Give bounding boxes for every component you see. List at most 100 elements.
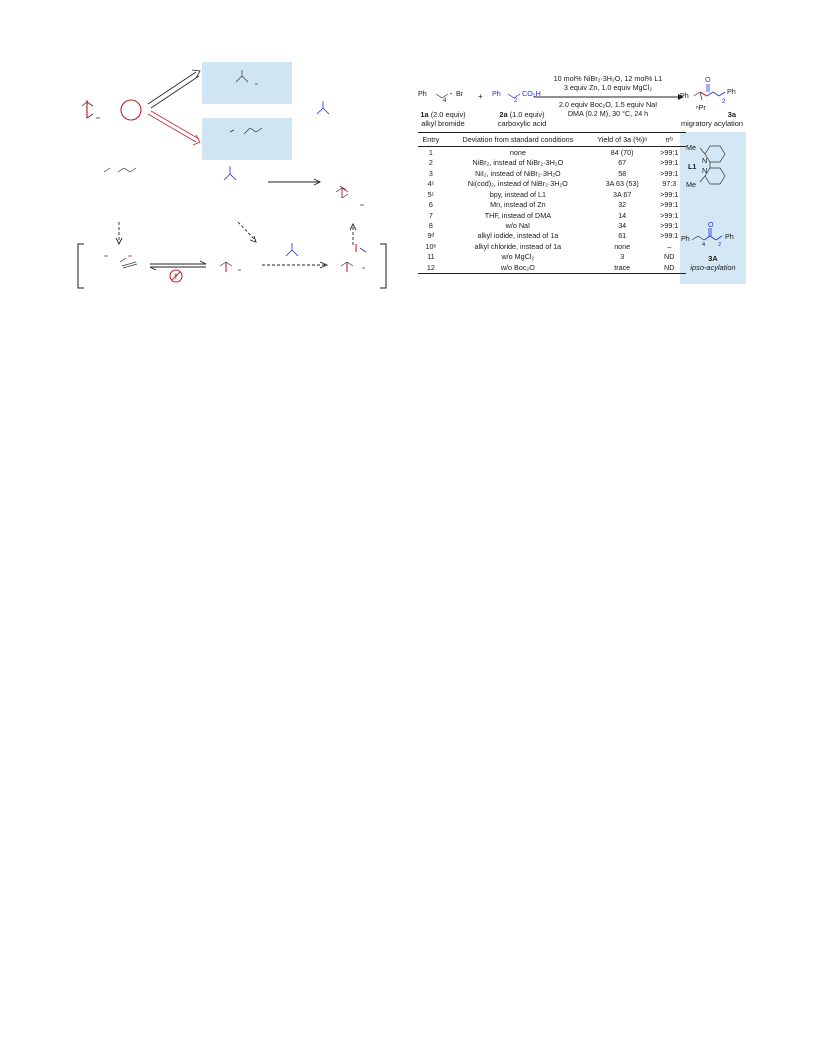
table-row: 6 Mn, instead of Zn 32 >99:1 — [418, 199, 686, 209]
reactant-1a-subscript: 4 — [443, 98, 447, 104]
cell-yield: 14 — [618, 210, 627, 220]
cell-deviation: NiI₂, instead of NiBr₂·3H₂O — [475, 168, 561, 178]
cell-entry: 12 — [418, 262, 444, 274]
byproduct-label: 3A — [708, 254, 718, 263]
byproduct-3a-structure — [691, 228, 723, 241]
byproduct-name: ipso-acylation — [690, 263, 736, 272]
table-row: 11 w/o MgCl₂ 3 ND — [418, 252, 686, 262]
reaction-arrow — [534, 94, 684, 100]
optimization-table: Entry Deviation from standard conditions… — [418, 132, 686, 274]
product-3a: Ph O Ph 2 ⁿPr — [680, 72, 750, 112]
cell-yield: 61 — [618, 231, 627, 241]
cell-entry: 2 — [428, 158, 433, 168]
condition-line-4: DMA (0.2 M), 30 °C, 24 h — [567, 109, 649, 118]
condition-line-3: 2.0 equiv Boc₂O, 1.5 equiv NaI — [558, 100, 658, 109]
cell-deviation: Mn, instead of Zn — [490, 200, 546, 210]
product-3a-ph-right: Ph — [727, 87, 736, 96]
cell-yield: 3A 63 (53) — [605, 179, 639, 189]
condition-line-1: 10 mol% NiBr₂·3H₂O, 12 mol% L1 — [553, 74, 663, 83]
ligand-label: L1 — [688, 162, 697, 171]
cell-deviation: alkyl chloride, instead of 1a — [474, 241, 562, 251]
top-blue-box — [202, 62, 292, 104]
cell-rr: >99:1 — [660, 210, 679, 220]
reactant-2a: Ph CO₂H 2 — [492, 84, 552, 106]
cell-yield: trace — [591, 262, 653, 274]
reactant-2a-name: carboxylic acid — [497, 119, 547, 128]
plus-sign: + — [478, 92, 483, 101]
cell-yield: 58 — [618, 168, 627, 178]
product-3a-subscript: 2 — [722, 99, 726, 105]
reactant-1a-br: Br — [456, 89, 464, 98]
cell-deviation: alkyl iodide, instead of 1a — [477, 231, 559, 241]
cell-rr: >99:1 — [660, 231, 679, 241]
cell-rr: >99:1 — [660, 220, 679, 230]
conditions-above: 10 mol% NiBr₂·3H₂O, 12 mol% L1 3 equiv Z… — [534, 74, 682, 92]
mechanism-lineart: † — [77, 69, 387, 289]
cell-rr: – — [667, 241, 672, 251]
col-header-entry: Entry — [418, 132, 444, 147]
cell-deviation: w/o MgCl₂ — [501, 252, 535, 262]
reactant-2a-equiv: (1.0 equiv) — [509, 110, 545, 119]
reactant-1a-structure — [435, 92, 453, 99]
mechanism-scheme: † — [0, 0, 400, 300]
product-3a-ph-left: Ph — [680, 91, 689, 100]
product-3a-name: migratory acylation — [680, 119, 744, 128]
table-row: 2 NiBr₂, instead of NiBr₂·3H₂O 67 >99:1 — [418, 157, 686, 167]
reactant-2a-caption: 2a (1.0 equiv) carboxylic acid — [488, 110, 556, 128]
cell-yield: none — [614, 241, 631, 251]
product-3a-label: 3a — [727, 110, 736, 119]
cell-entry: 11 — [427, 252, 435, 262]
ligand-n1: N — [702, 156, 708, 165]
cell-rr: >99:1 — [660, 147, 679, 157]
cell-rr: >99:1 — [660, 189, 679, 199]
reactant-2a-acid: CO₂H — [522, 89, 541, 98]
cell-entry: 5ᶜ — [427, 189, 435, 199]
byproduct-subscript-2: 2 — [718, 242, 722, 248]
cell-yield: 84 (70) — [610, 147, 634, 157]
cell-rr: >99:1 — [660, 200, 679, 210]
reactant-1a-name: alkyl bromide — [421, 119, 465, 128]
product-3a-caption: 3a migratory acylation — [674, 110, 750, 128]
bottom-blue-box — [202, 118, 292, 160]
side-panel: Me N N Me L1 Ph O Ph 4 2 3A ipso-acylati… — [680, 132, 746, 284]
cell-entry: 3 — [428, 168, 433, 178]
byproduct-caption: 3A ipso-acylation — [680, 254, 746, 272]
conditions-below: 2.0 equiv Boc₂O, 1.5 equiv NaI DMA (0.2 … — [534, 100, 682, 118]
cell-yield: 3A 67 — [613, 189, 632, 199]
product-3a-structure — [693, 84, 726, 101]
cell-entry: 6 — [428, 200, 433, 210]
cell-rr: >99:1 — [660, 158, 679, 168]
product-3a-oxygen: O — [705, 75, 711, 84]
cell-yield: 32 — [618, 200, 627, 210]
reactant-2a-subscript: 2 — [514, 98, 518, 104]
col-header-deviation: Deviation from standard conditions — [443, 132, 592, 147]
byproduct-oxygen: O — [708, 220, 714, 229]
cell-rr: ND — [664, 252, 675, 262]
col-header-yield: Yield of 3a (%)ᵃ — [591, 132, 653, 147]
cell-deviation: w/o Boc₂O — [443, 262, 592, 274]
ligand-me-top: Me — [686, 143, 696, 152]
cell-yield: 67 — [618, 158, 627, 168]
optimization-figure: Ph Br 4 1a (2.0 equiv) alkyl bromide + P… — [418, 70, 748, 300]
ligand-l1-structure — [699, 145, 726, 185]
reactant-2a-ph: Ph — [492, 89, 501, 98]
reactant-1a-ph: Ph — [418, 89, 427, 98]
cell-deviation: none — [509, 147, 526, 157]
cell-entry: 8 — [428, 220, 433, 230]
cell-deviation: THF, instead of DMA — [484, 210, 551, 220]
reactant-2a-label: 2a — [499, 110, 508, 119]
cell-deviation: NiBr₂, instead of NiBr₂·3H₂O — [472, 158, 564, 168]
reactant-1a: Ph Br 4 — [418, 84, 468, 106]
cell-yield: 3 — [620, 252, 625, 262]
svg-text:†: † — [174, 274, 178, 281]
cell-deviation: w/o NaI — [505, 220, 531, 230]
